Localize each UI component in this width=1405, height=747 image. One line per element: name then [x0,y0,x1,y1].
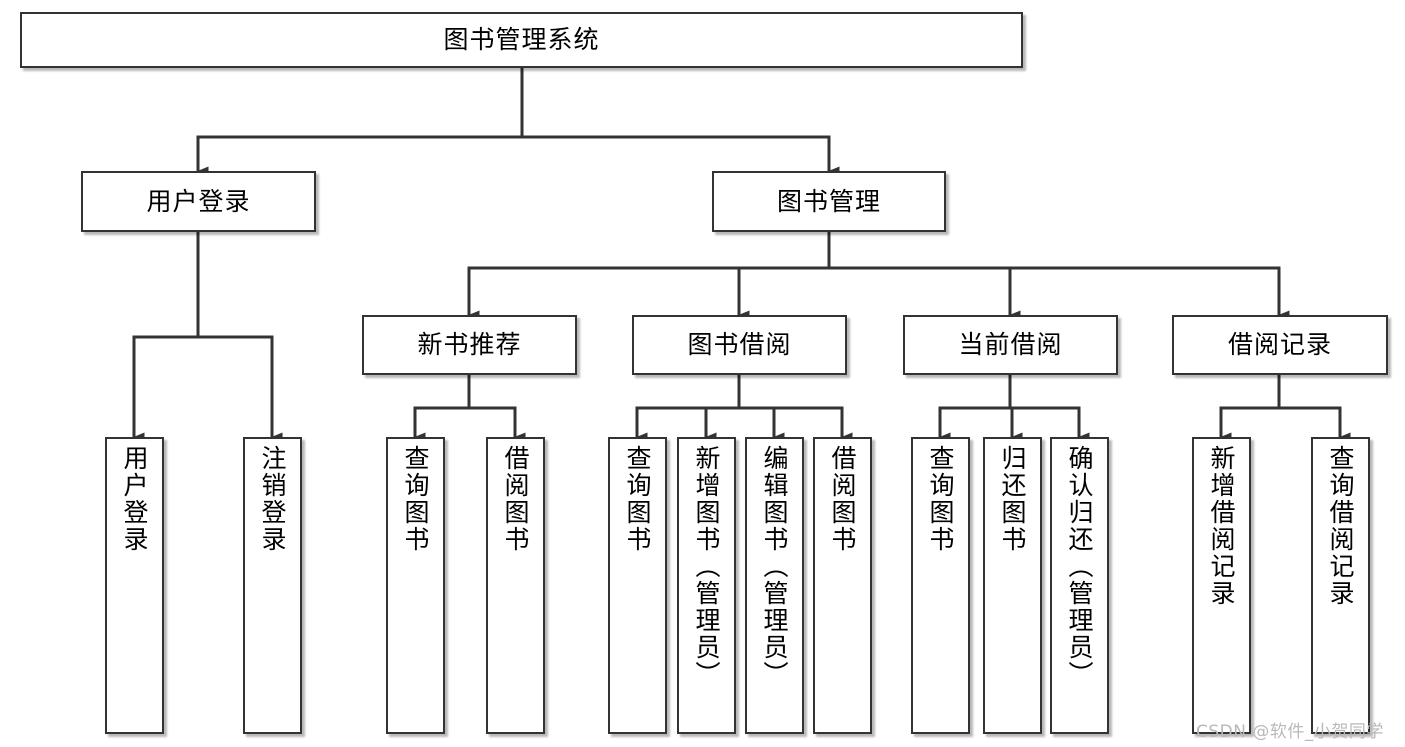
node-borrow-record-label: 借阅记录 [1227,330,1332,360]
node-root-label: 图书管理系统 [443,25,600,55]
node-current-borrow[interactable]: 当前借阅 [903,315,1118,375]
node-leaf-logout[interactable]: 注销登录 [243,437,302,734]
node-leaf-borrow-book-label: 借阅图书 [828,445,857,553]
node-current-borrow-label: 当前借阅 [958,330,1063,360]
node-leaf-user-login[interactable]: 用户登录 [105,437,164,734]
connector-group [132,66,1351,442]
node-leaf-confirm-return-admin[interactable]: 确认归还（管理员） [1050,437,1109,734]
node-book-management-label: 图书管理 [776,186,881,216]
node-leaf-add-book-admin[interactable]: 新增图书（管理员） [677,437,736,734]
node-leaf-query-borrow-record[interactable]: 查询借阅记录 [1311,437,1370,734]
node-leaf-query-book-rec-label: 查询图书 [401,445,430,553]
node-leaf-borrow-book-rec[interactable]: 借阅图书 [486,437,545,734]
node-leaf-add-borrow-record-label: 新增借阅记录 [1207,445,1236,607]
node-leaf-borrow-book-rec-label: 借阅图书 [501,445,530,553]
node-leaf-return-book[interactable]: 归还图书 [983,437,1042,734]
node-leaf-query-book-current[interactable]: 查询图书 [911,437,970,734]
node-leaf-query-borrow-record-label: 查询借阅记录 [1326,445,1355,607]
node-leaf-borrow-book[interactable]: 借阅图书 [813,437,872,734]
node-user-login-label: 用户登录 [146,186,251,216]
node-leaf-query-book-borrow-label: 查询图书 [623,445,652,553]
csdn-watermark: CSDN @软件_小贺同学 [1196,722,1384,742]
node-leaf-add-borrow-record[interactable]: 新增借阅记录 [1192,437,1251,734]
node-leaf-logout-label: 注销登录 [258,445,287,553]
node-new-book-recommend[interactable]: 新书推荐 [362,315,577,375]
node-book-borrow-label: 图书借阅 [687,330,792,360]
node-leaf-query-book-rec[interactable]: 查询图书 [386,437,445,734]
node-leaf-return-book-label: 归还图书 [998,445,1027,553]
node-book-management[interactable]: 图书管理 [712,171,946,232]
node-borrow-record[interactable]: 借阅记录 [1172,315,1388,375]
node-new-book-recommend-label: 新书推荐 [417,330,522,360]
node-leaf-edit-book-admin[interactable]: 编辑图书（管理员） [745,437,804,734]
node-leaf-query-book-current-label: 查询图书 [926,445,955,553]
node-user-login[interactable]: 用户登录 [81,171,316,232]
node-leaf-edit-book-admin-label: 编辑图书（管理员） [760,445,789,688]
node-book-borrow[interactable]: 图书借阅 [632,315,847,375]
node-root[interactable]: 图书管理系统 [20,12,1023,68]
node-leaf-user-login-label: 用户登录 [120,445,149,553]
node-leaf-query-book-borrow[interactable]: 查询图书 [608,437,667,734]
node-leaf-add-book-admin-label: 新增图书（管理员） [692,445,721,688]
node-leaf-confirm-return-admin-label: 确认归还（管理员） [1065,445,1094,688]
